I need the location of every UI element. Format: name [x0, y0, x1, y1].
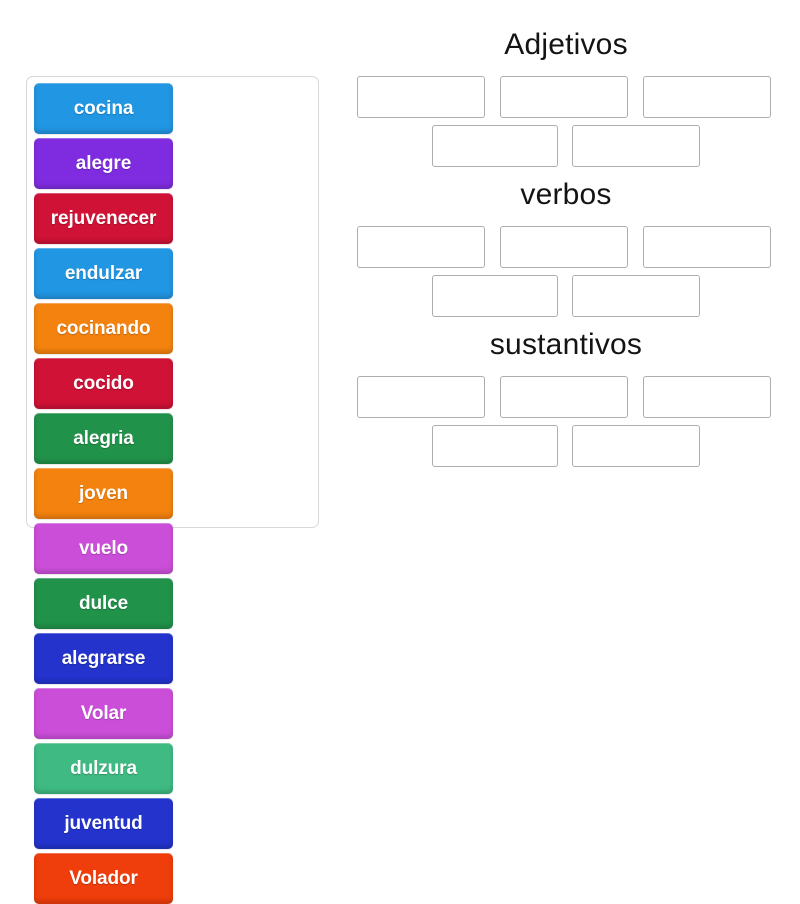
word-tile[interactable]: alegrarse: [34, 633, 173, 684]
drop-slot[interactable]: [643, 226, 771, 268]
category-list: Adjetivos verbos sustantivos: [348, 24, 784, 474]
drop-slot-row: [348, 275, 784, 317]
drop-slot[interactable]: [572, 425, 700, 467]
word-tile[interactable]: joven: [34, 468, 173, 519]
category-section: verbos: [348, 174, 784, 317]
drop-slot[interactable]: [500, 226, 628, 268]
drop-slot-row: [348, 76, 784, 118]
drop-slot-row: [348, 376, 784, 418]
drop-slot-row: [348, 125, 784, 167]
word-tile[interactable]: endulzar: [34, 248, 173, 299]
word-tile[interactable]: vuelo: [34, 523, 173, 574]
category-title: Adjetivos: [504, 28, 628, 61]
word-tile[interactable]: cocina: [34, 83, 173, 134]
word-tile[interactable]: rejuvenecer: [34, 193, 173, 244]
word-tile[interactable]: cocinando: [34, 303, 173, 354]
drop-slot[interactable]: [432, 125, 558, 167]
drop-slot[interactable]: [432, 425, 558, 467]
drop-slot-rows: [348, 76, 784, 167]
category-section: sustantivos: [348, 324, 784, 467]
drop-slot[interactable]: [500, 76, 628, 118]
word-tile[interactable]: dulzura: [34, 743, 173, 794]
drop-slot[interactable]: [357, 76, 485, 118]
category-section: Adjetivos: [348, 24, 784, 167]
word-tile[interactable]: juventud: [34, 798, 173, 849]
drop-slot[interactable]: [432, 275, 558, 317]
drop-slot-rows: [348, 226, 784, 317]
drop-slot[interactable]: [643, 76, 771, 118]
drop-slot[interactable]: [357, 376, 485, 418]
drop-slot-rows: [348, 376, 784, 467]
drop-slot[interactable]: [357, 226, 485, 268]
drop-slot[interactable]: [643, 376, 771, 418]
word-tile[interactable]: cocido: [34, 358, 173, 409]
drop-slot[interactable]: [500, 376, 628, 418]
drop-slot[interactable]: [572, 275, 700, 317]
word-tile[interactable]: dulce: [34, 578, 173, 629]
word-tile[interactable]: alegria: [34, 413, 173, 464]
word-tile[interactable]: Volador: [34, 853, 173, 904]
drop-slot-row: [348, 425, 784, 467]
drop-slot[interactable]: [572, 125, 700, 167]
category-title: sustantivos: [489, 328, 643, 361]
category-title: verbos: [520, 178, 612, 211]
word-tile[interactable]: Volar: [34, 688, 173, 739]
drop-slot-row: [348, 226, 784, 268]
word-tile[interactable]: alegre: [34, 138, 173, 189]
